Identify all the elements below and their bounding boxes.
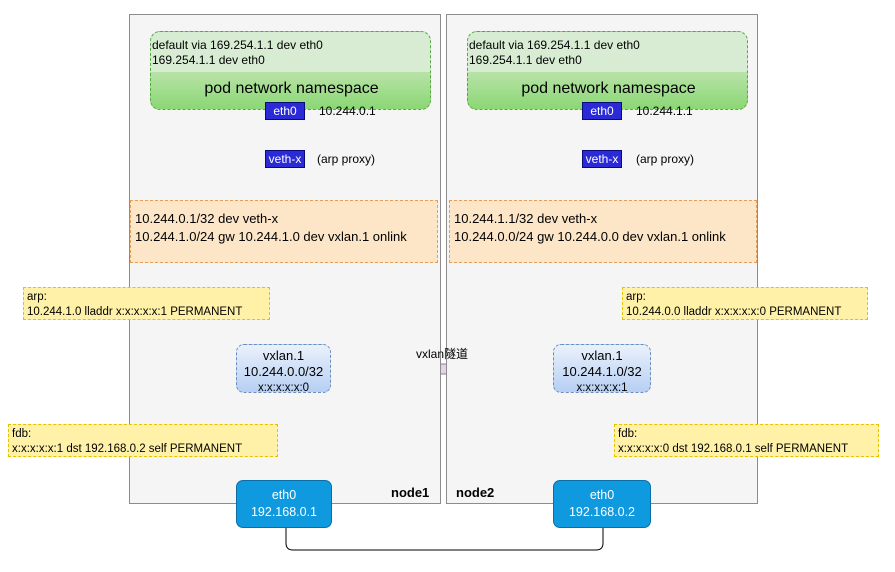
node1-pod-ip: 10.244.0.1 — [319, 104, 376, 118]
node1-fdb-entry: x:x:x:x:x:1 dst 192.168.0.2 self PERMANE… — [12, 443, 243, 455]
node1-host-route-local: 10.244.0.1/32 dev veth-x — [135, 211, 279, 226]
node1-vxlan-name: vxlan.1 — [262, 348, 305, 363]
node2-vxlan-device[interactable]: vxlan.1 10.244.1.0/32 x:x:x:x:x:1 — [553, 344, 651, 394]
node1-veth-note: (arp proxy) — [317, 152, 376, 166]
node2-pod-route-default: default via 169.254.1.1 dev eth0 — [469, 38, 640, 52]
node2-veth[interactable]: veth-x — [582, 150, 622, 168]
node1-namespace-title: pod network namespace — [204, 80, 379, 97]
node1-label: node1 — [391, 485, 430, 500]
node2-host-eth-name: eth0 — [589, 488, 615, 502]
node2-pod-route-gateway: 169.254.1.1 dev eth0 — [469, 53, 582, 67]
node2-arp-entry: 10.244.0.0 lladdr x:x:x:x:x:0 PERMANENT — [626, 306, 842, 318]
node2-fdb-table: fdb: x:x:x:x:x:0 dst 192.168.0.1 self PE… — [614, 424, 879, 457]
node1-fdb-table: fdb: x:x:x:x:x:1 dst 192.168.0.2 self PE… — [8, 424, 278, 457]
node1-vxlan-mac: x:x:x:x:x:0 — [257, 382, 310, 394]
node1-host-route-remote: 10.244.1.0/24 gw 10.244.1.0 dev vxlan.1 … — [135, 229, 407, 244]
node2-vxlan-ip: 10.244.1.0/32 — [562, 364, 642, 379]
node2-veth-note: (arp proxy) — [636, 152, 695, 166]
node1-host-eth-name: eth0 — [271, 488, 297, 502]
node2-fdb-title: fdb: — [618, 428, 638, 440]
node1-pod-eth0[interactable]: eth0 — [265, 102, 305, 120]
node2-vxlan-mac: x:x:x:x:x:1 — [576, 382, 628, 394]
node2-host-route-remote: 10.244.0.0/24 gw 10.244.0.0 dev vxlan.1 … — [454, 229, 726, 244]
node2-label: node2 — [456, 485, 495, 500]
node1-vxlan-ip: 10.244.0.0/32 — [243, 364, 324, 379]
node2-host-routes: 10.244.1.1/32 dev veth-x 10.244.0.0/24 g… — [449, 200, 757, 263]
node1-vxlan-device[interactable]: vxlan.1 10.244.0.0/32 x:x:x:x:x:0 — [236, 344, 331, 394]
node2-pod-namespace: default via 169.254.1.1 dev eth0 169.254… — [467, 31, 748, 110]
node1-pod-route-gateway: 169.254.1.1 dev eth0 — [152, 53, 265, 67]
node1-host-routes: 10.244.0.1/32 dev veth-x 10.244.1.0/24 g… — [130, 200, 438, 263]
node2-namespace-title: pod network namespace — [521, 80, 696, 97]
node2-pod-eth0[interactable]: eth0 — [582, 102, 622, 120]
vxlan-tunnel-label: vxlan隧道 — [416, 347, 469, 361]
node2-fdb-entry: x:x:x:x:x:0 dst 192.168.0.1 self PERMANE… — [618, 443, 849, 455]
physical-link — [285, 528, 604, 551]
node2-pod-ip: 10.244.1.1 — [636, 104, 693, 118]
node1-host-eth0[interactable]: eth0 192.168.0.1 — [236, 480, 332, 528]
node1-arp-entry: 10.244.1.0 lladdr x:x:x:x:x:1 PERMANENT — [27, 306, 243, 318]
node2-host-route-local: 10.244.1.1/32 dev veth-x — [454, 211, 598, 226]
node2-arp-table: arp: 10.244.0.0 lladdr x:x:x:x:x:0 PERMA… — [622, 287, 868, 320]
node2-host-eth0[interactable]: eth0 192.168.0.2 — [553, 480, 651, 528]
node1-arp-title: arp: — [27, 291, 47, 303]
node2-vxlan-name: vxlan.1 — [581, 348, 623, 363]
node1-veth[interactable]: veth-x — [265, 150, 305, 168]
node1-arp-table: arp: 10.244.1.0 lladdr x:x:x:x:x:1 PERMA… — [23, 287, 270, 320]
node1-host-eth-ip: 192.168.0.1 — [250, 505, 318, 519]
node1-fdb-title: fdb: — [12, 428, 32, 440]
node2-host-eth-ip: 192.168.0.2 — [568, 505, 636, 519]
node1-pod-route-default: default via 169.254.1.1 dev eth0 — [152, 38, 323, 52]
node2-arp-title: arp: — [626, 291, 646, 303]
node1-pod-namespace: default via 169.254.1.1 dev eth0 169.254… — [150, 31, 431, 110]
